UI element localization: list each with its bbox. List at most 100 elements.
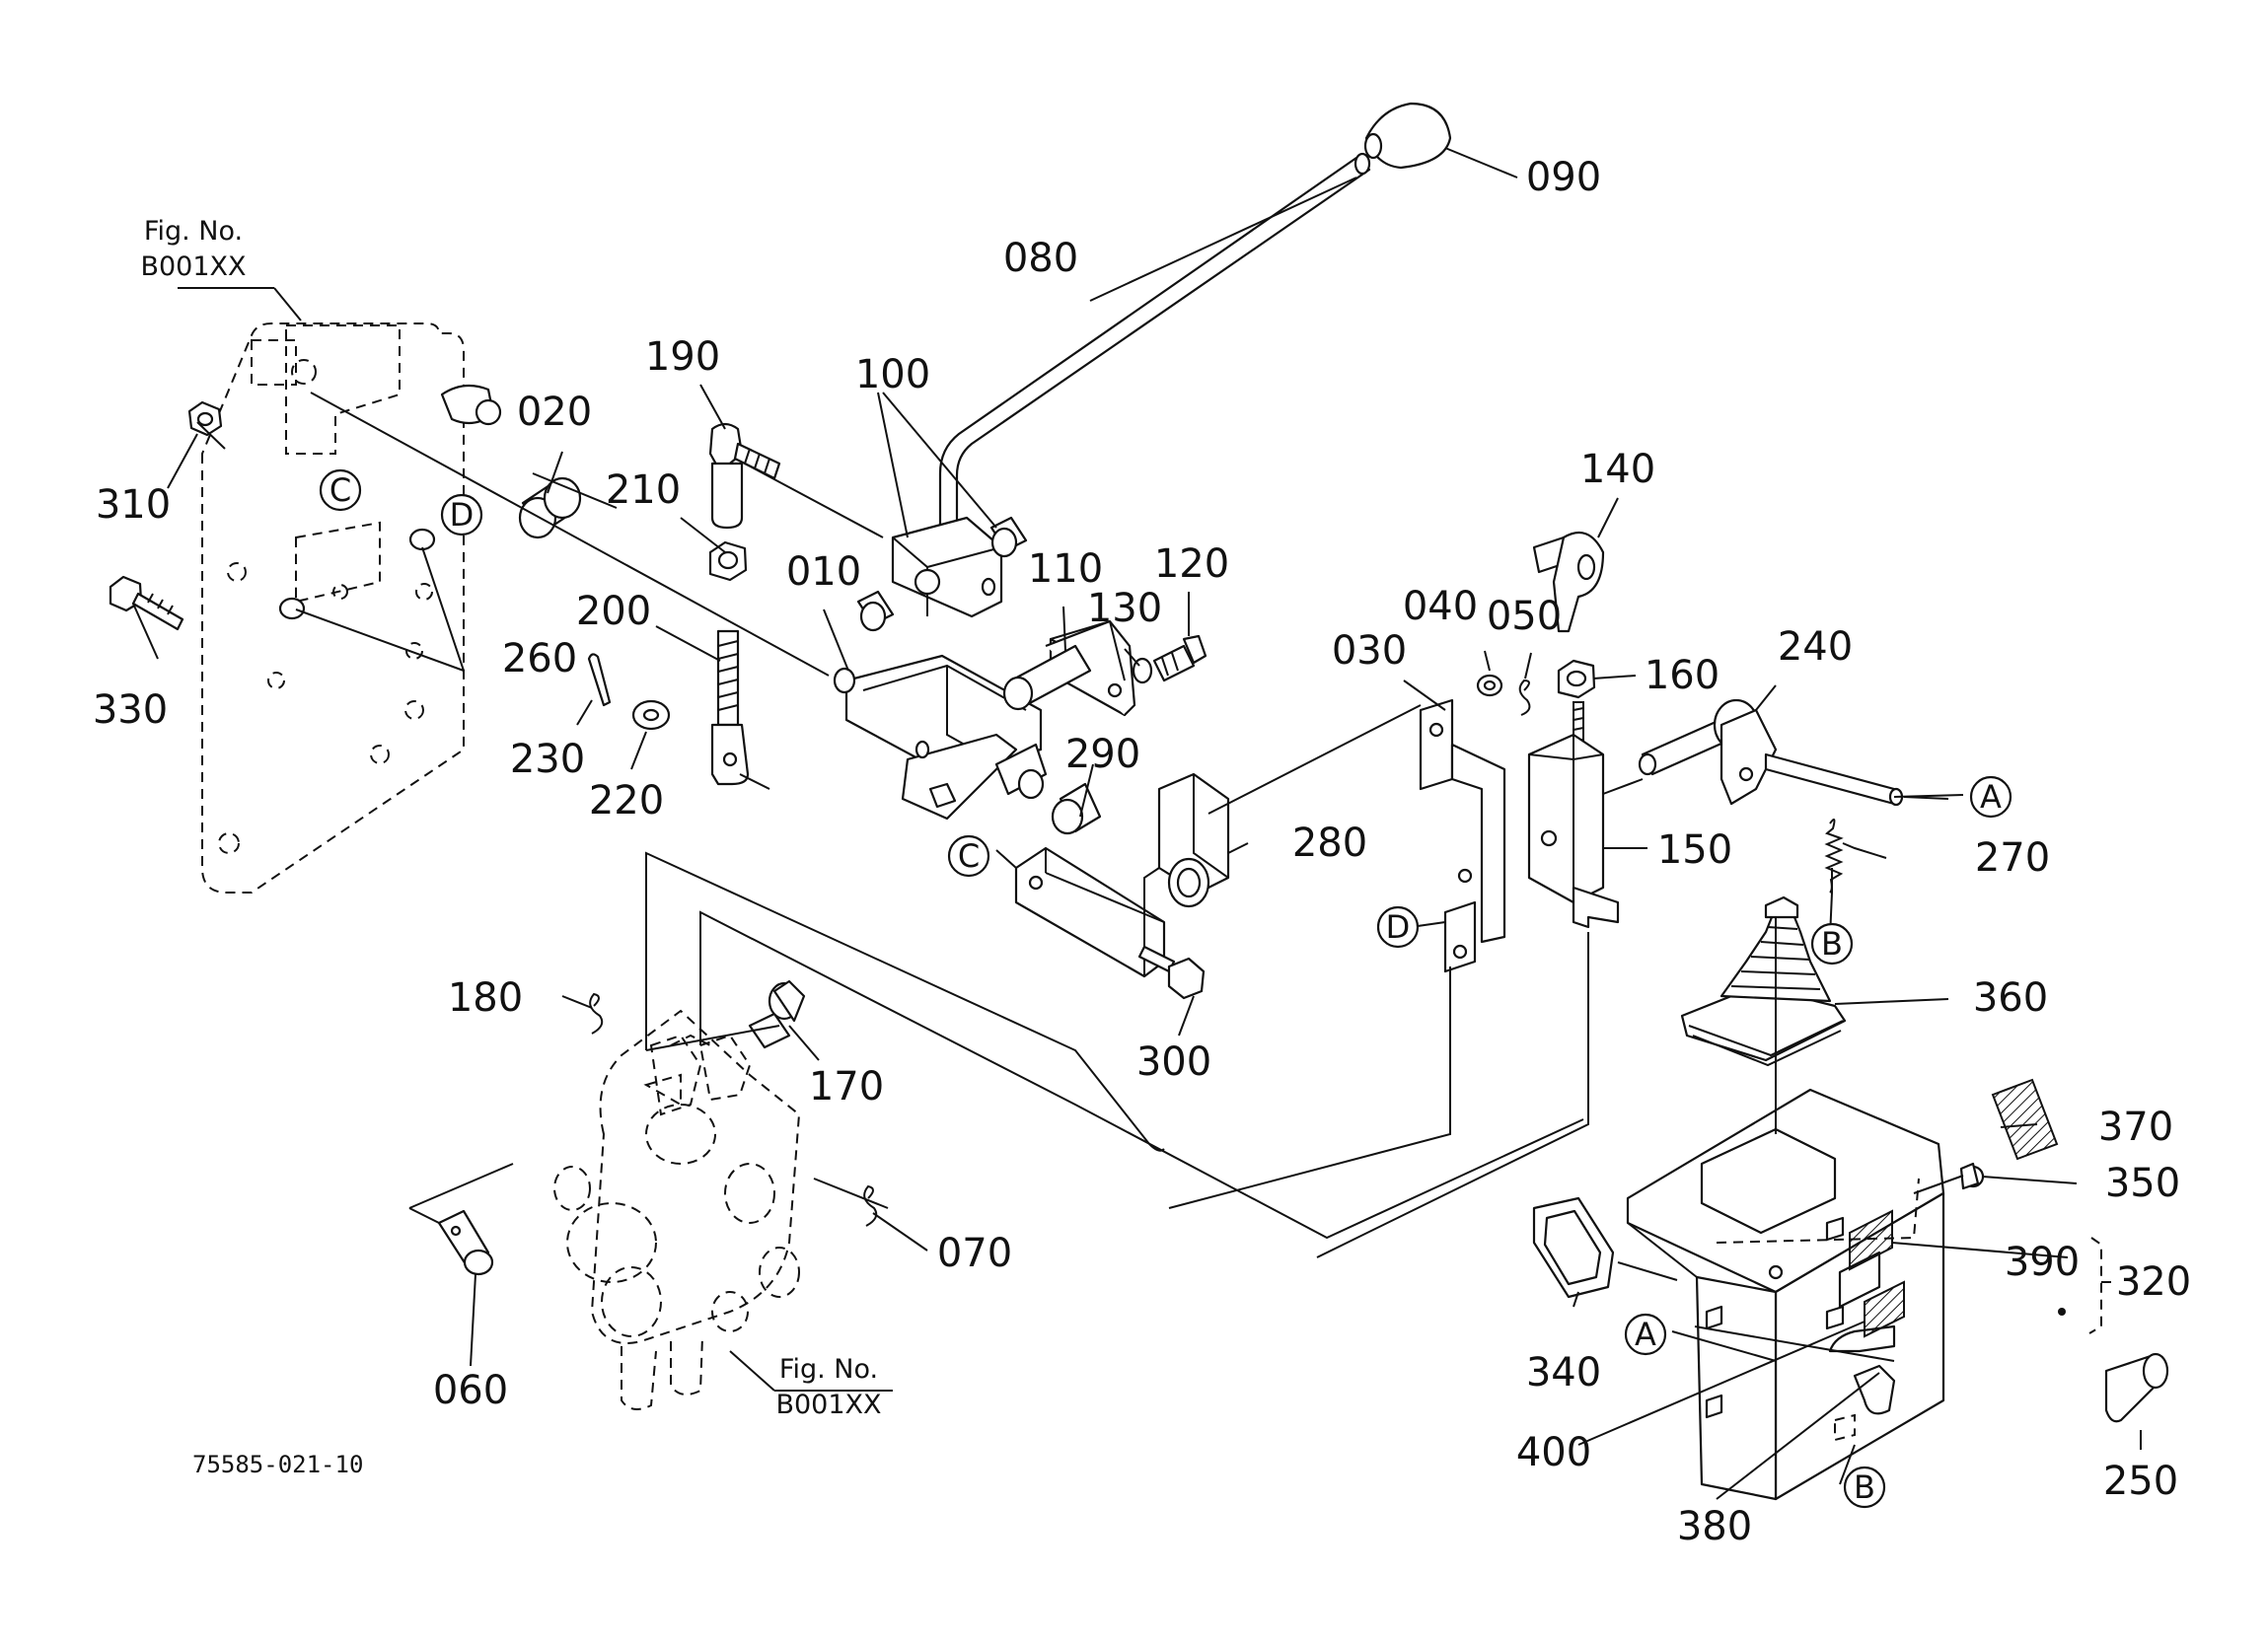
callout-310: 310 xyxy=(96,482,171,528)
mounting-plate xyxy=(201,322,502,894)
bracket-150 xyxy=(1527,733,1620,929)
svg-text:B: B xyxy=(1821,925,1843,963)
lever-240 xyxy=(1638,698,1904,807)
callout-130: 130 xyxy=(1087,586,1162,631)
callout-230: 230 xyxy=(510,737,585,782)
nut-310 xyxy=(187,400,223,437)
bushing-260 xyxy=(278,528,436,620)
fig-ref-lower: Fig. No. B001XX xyxy=(775,1354,881,1420)
svg-text:Fig. No.: Fig. No. xyxy=(144,216,243,247)
ref-letter-C-1: C xyxy=(319,468,362,512)
callout-250: 250 xyxy=(2103,1459,2178,1504)
pin-070 xyxy=(863,1184,878,1227)
callout-290: 290 xyxy=(1065,732,1140,777)
label-390 xyxy=(1849,1209,1893,1271)
callout-330: 330 xyxy=(93,687,168,733)
callout-180: 180 xyxy=(448,975,523,1021)
ref-letter-C-2: C xyxy=(947,834,990,878)
pin-180 xyxy=(589,992,604,1035)
callout-150: 150 xyxy=(1657,827,1732,873)
boot-360 xyxy=(1680,895,1847,1067)
spring-270 xyxy=(1824,819,1844,894)
leader-lines xyxy=(132,147,2142,1500)
rod-200 xyxy=(710,629,750,786)
callout-370: 370 xyxy=(2098,1105,2173,1150)
callout-400: 400 xyxy=(1516,1430,1591,1475)
callout-030: 030 xyxy=(1332,628,1407,674)
nut-160 xyxy=(1557,659,1596,741)
bolt-330 xyxy=(109,575,184,631)
callout-170: 170 xyxy=(809,1064,884,1109)
ref-letter-B-1: B xyxy=(1810,922,1854,966)
callout-390: 390 xyxy=(2005,1240,2080,1285)
callout-140: 140 xyxy=(1580,447,1655,492)
callout-270: 270 xyxy=(1975,835,2050,881)
callout-320: 320 xyxy=(2116,1259,2191,1305)
svg-text:C: C xyxy=(958,837,980,875)
grommet-350 xyxy=(1959,1162,1985,1190)
connection-lines xyxy=(310,392,1964,1362)
svg-text:B001XX: B001XX xyxy=(775,1390,881,1420)
kit-320-marker xyxy=(2058,1237,2102,1334)
label-400 xyxy=(1864,1280,1905,1338)
callout-360: 360 xyxy=(1973,975,2048,1021)
callout-260: 260 xyxy=(502,636,577,681)
svg-text:D: D xyxy=(450,496,475,534)
callout-060: 060 xyxy=(433,1368,508,1413)
fig-ref-upper: Fig. No. B001XX xyxy=(140,216,246,282)
callout-110: 110 xyxy=(1028,546,1103,592)
pin-050 xyxy=(1518,679,1531,716)
bracket-010 xyxy=(833,654,1048,821)
bolt-120 xyxy=(1152,634,1207,682)
lever-080 xyxy=(938,152,1371,554)
washer-040 xyxy=(1476,674,1503,697)
ref-letter-A-2: A xyxy=(1624,1313,1667,1356)
callout-380: 380 xyxy=(1677,1504,1752,1549)
callout-210: 210 xyxy=(606,467,681,513)
callout-200: 200 xyxy=(576,589,651,634)
svg-text:C: C xyxy=(329,471,351,509)
pin-170 xyxy=(748,979,806,1049)
callout-340: 340 xyxy=(1526,1350,1601,1396)
callout-040: 040 xyxy=(1403,584,1478,629)
drawing-number: 75585-021-10 xyxy=(192,1451,363,1478)
callout-070: 070 xyxy=(937,1231,1012,1276)
svg-text:Fig. No.: Fig. No. xyxy=(779,1354,878,1385)
ref-letter-B-2: B xyxy=(1843,1466,1886,1509)
pin-060 xyxy=(437,1209,494,1276)
console-box xyxy=(1626,1088,1945,1501)
rod-end-140 xyxy=(1532,531,1605,633)
callout-080: 080 xyxy=(1003,236,1078,281)
grip-250 xyxy=(2104,1352,2169,1423)
gasket-340 xyxy=(1532,1196,1615,1299)
ref-letter-A-1: A xyxy=(1969,775,2012,819)
washer-220 xyxy=(631,699,671,731)
pin-230 xyxy=(587,653,612,707)
callout-020: 020 xyxy=(517,390,592,435)
ref-letter-D-2: D xyxy=(1376,905,1420,949)
callout-240: 240 xyxy=(1778,624,1853,670)
svg-text:A: A xyxy=(1980,778,2002,816)
callout-090: 090 xyxy=(1526,155,1601,200)
shaft-110 xyxy=(1002,619,1136,717)
link-030 xyxy=(1419,698,1506,973)
bushing-290 xyxy=(1051,782,1102,835)
bolt-300 xyxy=(1137,945,1206,1000)
knob-090 xyxy=(1363,102,1452,170)
svg-text:B: B xyxy=(1854,1468,1875,1506)
ref-letter-D-1: D xyxy=(440,493,483,537)
svg-text:B001XX: B001XX xyxy=(140,251,246,282)
callout-350: 350 xyxy=(2105,1161,2180,1206)
control-valve xyxy=(553,1009,801,1410)
callout-280: 280 xyxy=(1292,821,1367,866)
svg-text:D: D xyxy=(1386,908,1411,946)
block-100 xyxy=(856,516,1028,632)
label-370 xyxy=(1991,1078,2059,1161)
svg-text:A: A xyxy=(1635,1316,1656,1353)
callout-300: 300 xyxy=(1136,1039,1211,1085)
callout-220: 220 xyxy=(589,778,664,823)
bracket-280 xyxy=(1014,772,1230,978)
callout-160: 160 xyxy=(1645,653,1719,698)
callout-050: 050 xyxy=(1487,594,1562,639)
